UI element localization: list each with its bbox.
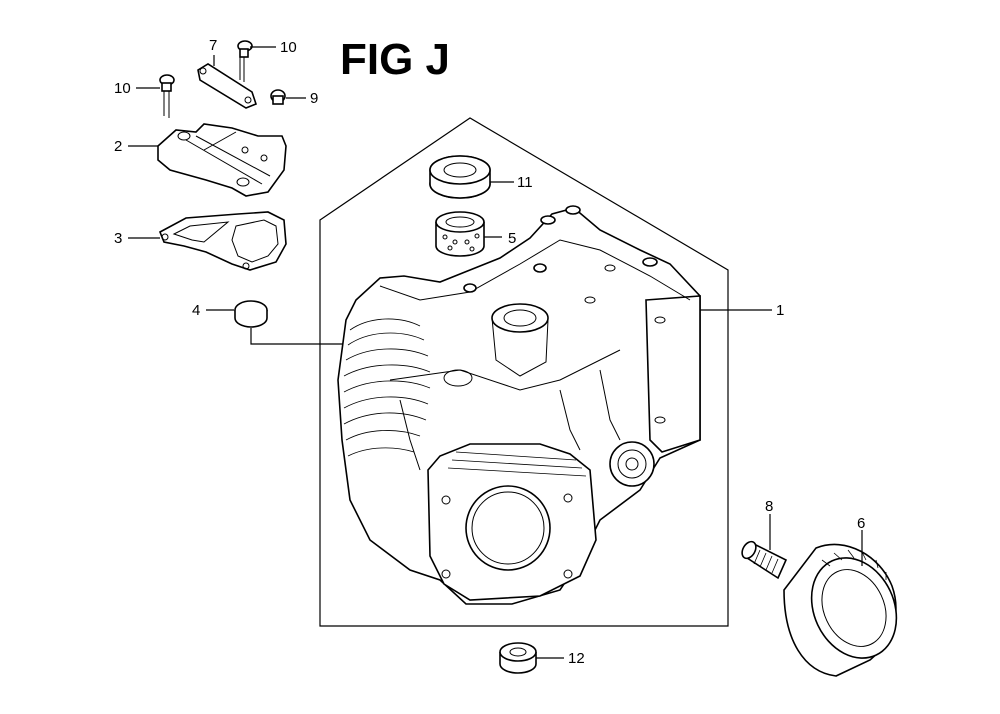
callout-2: 2 [114,138,122,155]
figure-title: FIG J [340,35,450,84]
part-12-seal [499,642,537,674]
head-fins [447,451,587,477]
part-8-nipple [741,540,788,580]
callout-10-left: 10 [114,80,131,97]
callout-5: 5 [508,230,516,247]
part-7-bracket [197,63,257,109]
callout-4: 4 [192,302,200,319]
callout-7: 7 [209,37,217,54]
leader-lines [128,46,863,659]
part-3-gasket [158,211,287,271]
part-10-bolt-top [237,40,253,82]
callout-8: 8 [765,498,773,515]
part-10-bolt-left [159,74,175,118]
part-6-oil-filter [783,543,898,677]
part-5-bearing [435,211,485,257]
part-2-cover [157,123,287,197]
part-9-bolt [270,89,286,105]
part-1-crankcase [337,205,701,605]
part-11-seal [429,155,491,199]
filter-grip-ridges [821,549,887,580]
callout-12: 12 [568,650,585,667]
cooling-fins [343,318,431,457]
callout-1: 1 [776,302,784,319]
callout-10-top: 10 [280,39,297,56]
assembly-boundary [319,117,729,627]
part-4-cap [234,300,268,328]
callout-11: 11 [517,174,533,191]
callout-3: 3 [114,230,122,247]
callout-9: 9 [310,90,318,107]
callout-6: 6 [857,515,865,532]
